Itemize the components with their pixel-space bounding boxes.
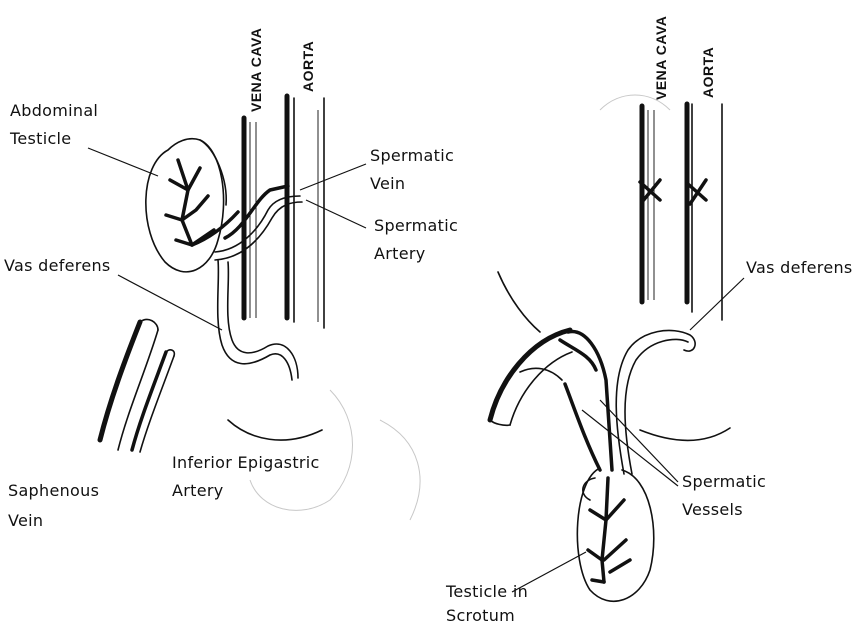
left-aorta <box>294 98 324 328</box>
left-vena-cava-label: VENA CAVA <box>248 28 264 112</box>
spermatic-cord-right <box>490 272 612 470</box>
scrotum-testicle <box>577 468 653 601</box>
spermatic-vessels-label: Spermatic Vessels <box>682 474 766 518</box>
spermatic-artery-line1: Spermatic <box>374 218 458 234</box>
abdominal-testicle-label: Abdominal Testicle <box>10 103 98 147</box>
left-vena-cava <box>244 96 287 318</box>
vas-deferens-right-label: Vas deferens <box>746 260 853 276</box>
right-vas-deferens <box>616 330 730 474</box>
spermatic-artery-line2: Artery <box>374 246 458 262</box>
abdominal-testicle-line1: Abdominal <box>10 103 98 119</box>
testicle-scrotum-line2: Scrotum <box>446 608 528 624</box>
saphenous-vein-line2: Vein <box>8 513 99 529</box>
testicle-scrotum-line1: Testicle in <box>446 584 528 600</box>
spermatic-vessels-line1: Spermatic <box>682 474 766 490</box>
inferior-epigastric-line2: Artery <box>172 483 320 499</box>
inferior-epigastric-artery <box>228 420 322 440</box>
vas-deferens-left-label: Vas deferens <box>4 258 111 274</box>
inferior-epigastric-label: Inferior Epigastric Artery <box>172 455 320 499</box>
spermatic-vein-line2: Vein <box>370 176 454 192</box>
right-aorta-label: AORTA <box>700 47 716 98</box>
saphenous-vein <box>100 320 174 452</box>
right-vena-cava-label: VENA CAVA <box>653 16 669 100</box>
inferior-epigastric-line1: Inferior Epigastric <box>172 455 320 471</box>
abdominal-testicle <box>146 139 238 272</box>
spermatic-artery-label: Spermatic Artery <box>374 218 458 262</box>
saphenous-vein-label: Saphenous Vein <box>8 483 99 529</box>
left-aorta-label: AORTA <box>300 41 316 92</box>
right-vena-cava <box>640 104 687 302</box>
spermatic-vessels-line2: Vessels <box>682 502 766 518</box>
spermatic-vein-line1: Spermatic <box>370 148 454 164</box>
saphenous-vein-line1: Saphenous <box>8 483 99 499</box>
right-aorta <box>688 104 722 320</box>
right-pointers <box>512 278 744 592</box>
testicle-scrotum-label: Testicle in Scrotum <box>446 584 528 624</box>
abdominal-testicle-line2: Testicle <box>10 131 98 147</box>
spermatic-vein-label: Spermatic Vein <box>370 148 454 192</box>
